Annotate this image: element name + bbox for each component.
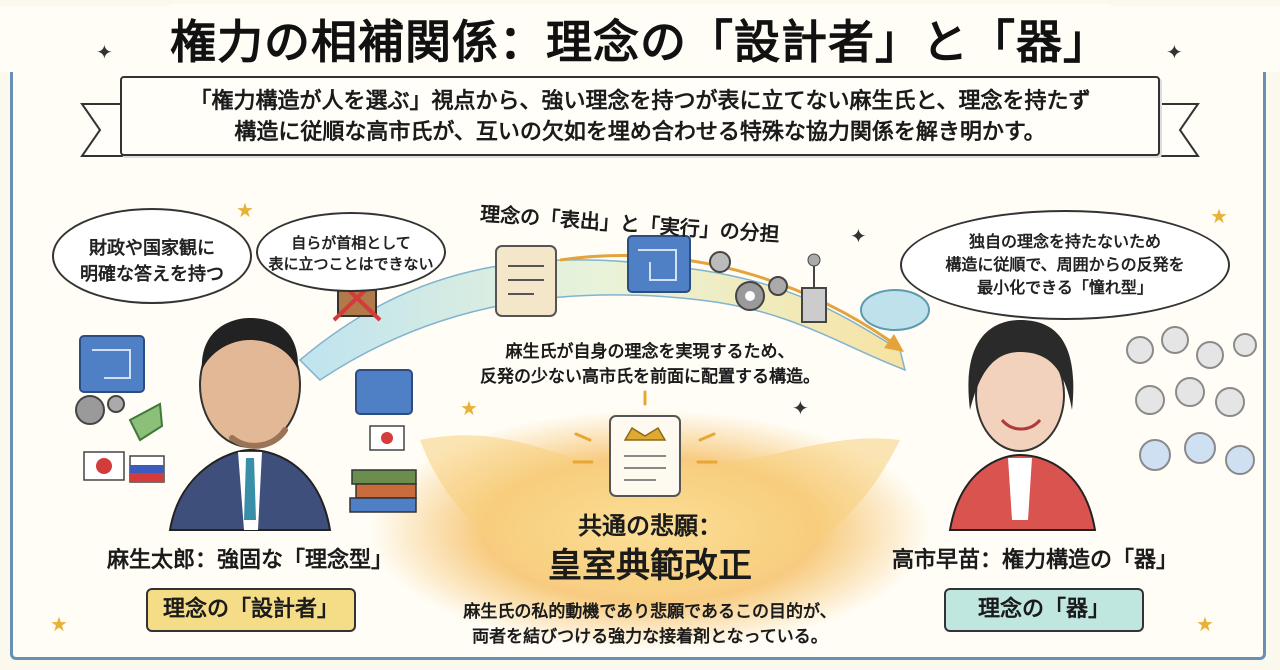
- bubble-right-line-3: 最小化できる「憧れ型」: [977, 278, 1153, 297]
- right-blueprint-icon: [355, 369, 413, 415]
- sparkle-icon: ✦: [96, 40, 113, 64]
- blueprint-icon: [627, 235, 691, 293]
- flow-description: 麻生氏が自身の理念を実現するため、 反発の少ない高市氏を前面に配置する構造。: [440, 340, 860, 390]
- crowd-figures: [1126, 326, 1257, 475]
- decree-scroll-icon: [609, 415, 681, 497]
- flow-desc-line-1: 麻生氏が自身の理念を実現するため、: [505, 342, 795, 362]
- gears-icon: [709, 251, 788, 311]
- summary-text: 「権力構造が人を選ぶ」視点から、強い理念を持つが表に立てない麻生氏と、理念を持た…: [122, 86, 1158, 148]
- common-goal-title: 皇室典範改正: [548, 546, 752, 586]
- summary-banner: 「権力構造が人を選ぶ」視点から、強い理念を持つが表に立てない麻生氏と、理念を持た…: [120, 76, 1160, 156]
- books-icon: [349, 469, 417, 513]
- sparkle-icon: ★: [460, 396, 478, 420]
- bottom-desc-line-1: 麻生氏の私的動機であり悲願であるこの目的が、: [463, 602, 837, 622]
- summary-line-1: 「権力構造が人を選ぶ」視点から、強い理念を持つが表に立てない麻生氏と、理念を持た…: [189, 89, 1091, 114]
- machine-icon: [801, 253, 827, 323]
- aso-name-label: 麻生太郎：強固な「理念型」: [106, 548, 393, 573]
- flow-desc-line-2: 反発の少ない高市氏を前面に配置する構造。: [480, 367, 820, 387]
- bubble-right-line-2: 構造に従順で、周囲からの反発を: [945, 255, 1185, 274]
- glow-wave: [420, 435, 900, 590]
- sparkle-icon: ★: [1196, 612, 1214, 636]
- bubble-answers-line-1: 財政や国家観に: [89, 238, 215, 259]
- role-tag-vessel: 理念の「器」: [944, 588, 1144, 632]
- aso-figure: [168, 318, 332, 531]
- common-goal-label: 共通の悲願：: [578, 512, 722, 540]
- japan-flag-icon: [83, 451, 125, 481]
- russia-flag-icon: [129, 455, 165, 483]
- flow-arrow: [559, 254, 901, 350]
- small-japan-flag-icon: [369, 425, 405, 451]
- bubble-answers-line-2: 明確な答えを持つ: [80, 264, 224, 285]
- thought-bubble-admiration-type: 独自の理念を持たないため 構造に従順で、周囲からの反発を 最小化できる「憧れ型」: [900, 210, 1230, 320]
- bubble-cannot-line-2: 表に立つことはできない: [268, 255, 434, 273]
- bubble-cannot-line-1: 自らが首相として: [291, 234, 411, 252]
- thought-bubble-clear-answers: 財政や国家観に 明確な答えを持つ: [52, 208, 252, 304]
- cloud-icon: [860, 289, 930, 331]
- left-blueprint-icon: [79, 335, 145, 393]
- bottom-desc-line-2: 両者を結びつける強力な接着剤となっている。: [472, 627, 828, 647]
- left-gears-icon: [75, 395, 125, 425]
- flow-arrowhead: [884, 334, 904, 352]
- sparkle-icon: ✦: [1166, 40, 1183, 64]
- thought-bubble-cannot-lead: 自らが首相として 表に立つことはできない: [256, 212, 446, 292]
- summary-line-2: 構造に従順な高市氏が、互いの欠如を埋め合わせる特殊な協力関係を解き明かす。: [234, 120, 1046, 145]
- bubble-right-line-1: 独自の理念を持たないため: [968, 232, 1161, 251]
- map-icon: [128, 402, 164, 442]
- sparkle-icon: ★: [236, 198, 254, 222]
- page-title: 権力の相補関係：理念の「設計者」と「器」: [0, 6, 1280, 72]
- sparkle-icon: ✦: [850, 224, 867, 248]
- radiance-lines: [572, 390, 718, 464]
- sparkle-icon: ★: [50, 612, 68, 636]
- role-tag-designer: 理念の「設計者」: [146, 588, 356, 632]
- sparkle-icon: ★: [1210, 204, 1228, 228]
- bottom-description: 麻生氏の私的動機であり悲願であるこの目的が、 両者を結びつける強力な接着剤となっ…: [420, 600, 880, 650]
- takaichi-figure: [948, 320, 1097, 531]
- takaichi-name-label: 高市早苗：権力構造の「器」: [891, 548, 1178, 573]
- scroll-icon: [495, 245, 557, 317]
- sparkle-icon: ✦: [792, 396, 809, 420]
